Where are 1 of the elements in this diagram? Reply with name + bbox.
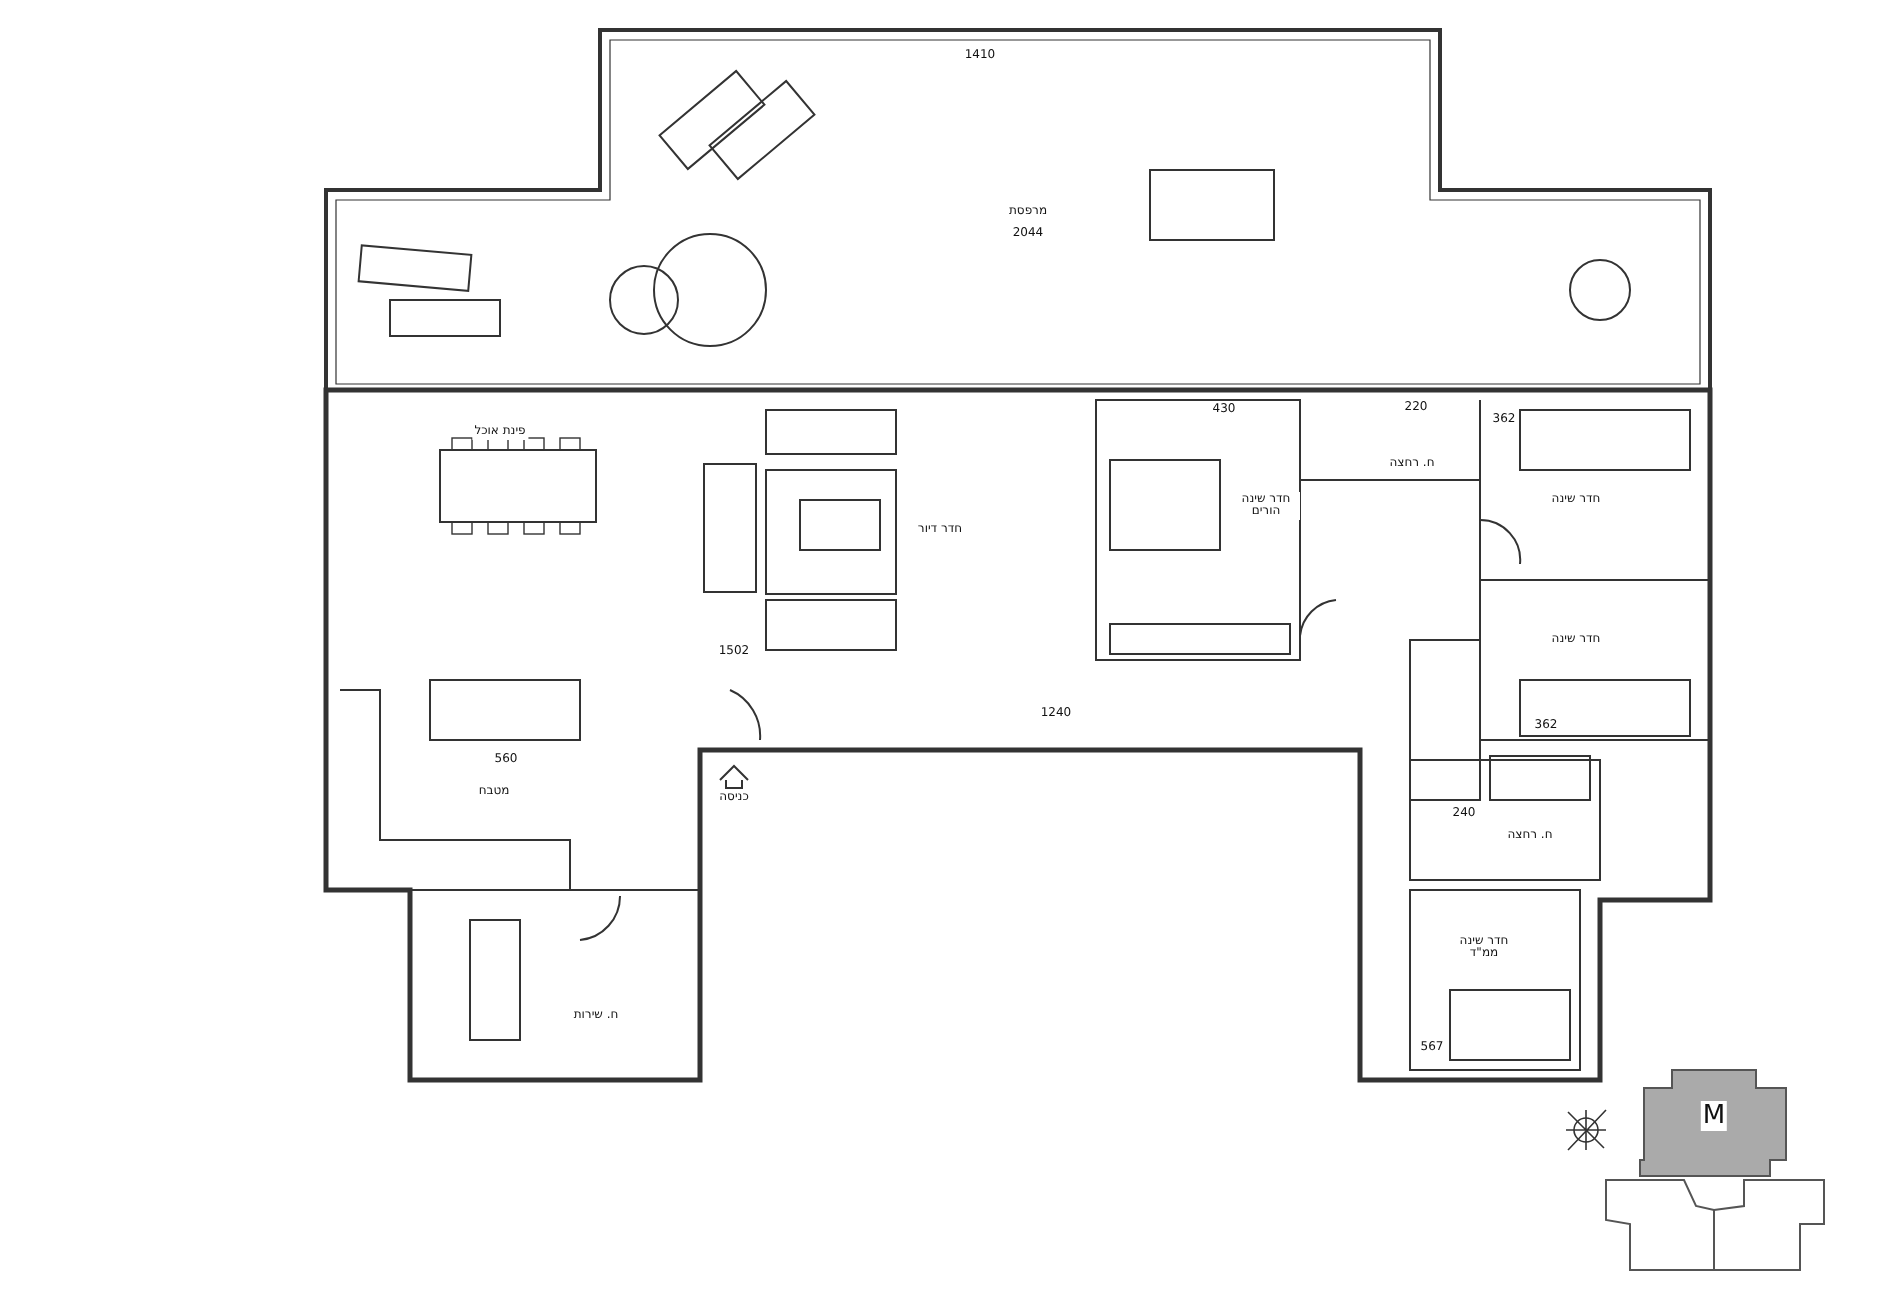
building-letter: M — [1700, 1101, 1728, 1131]
